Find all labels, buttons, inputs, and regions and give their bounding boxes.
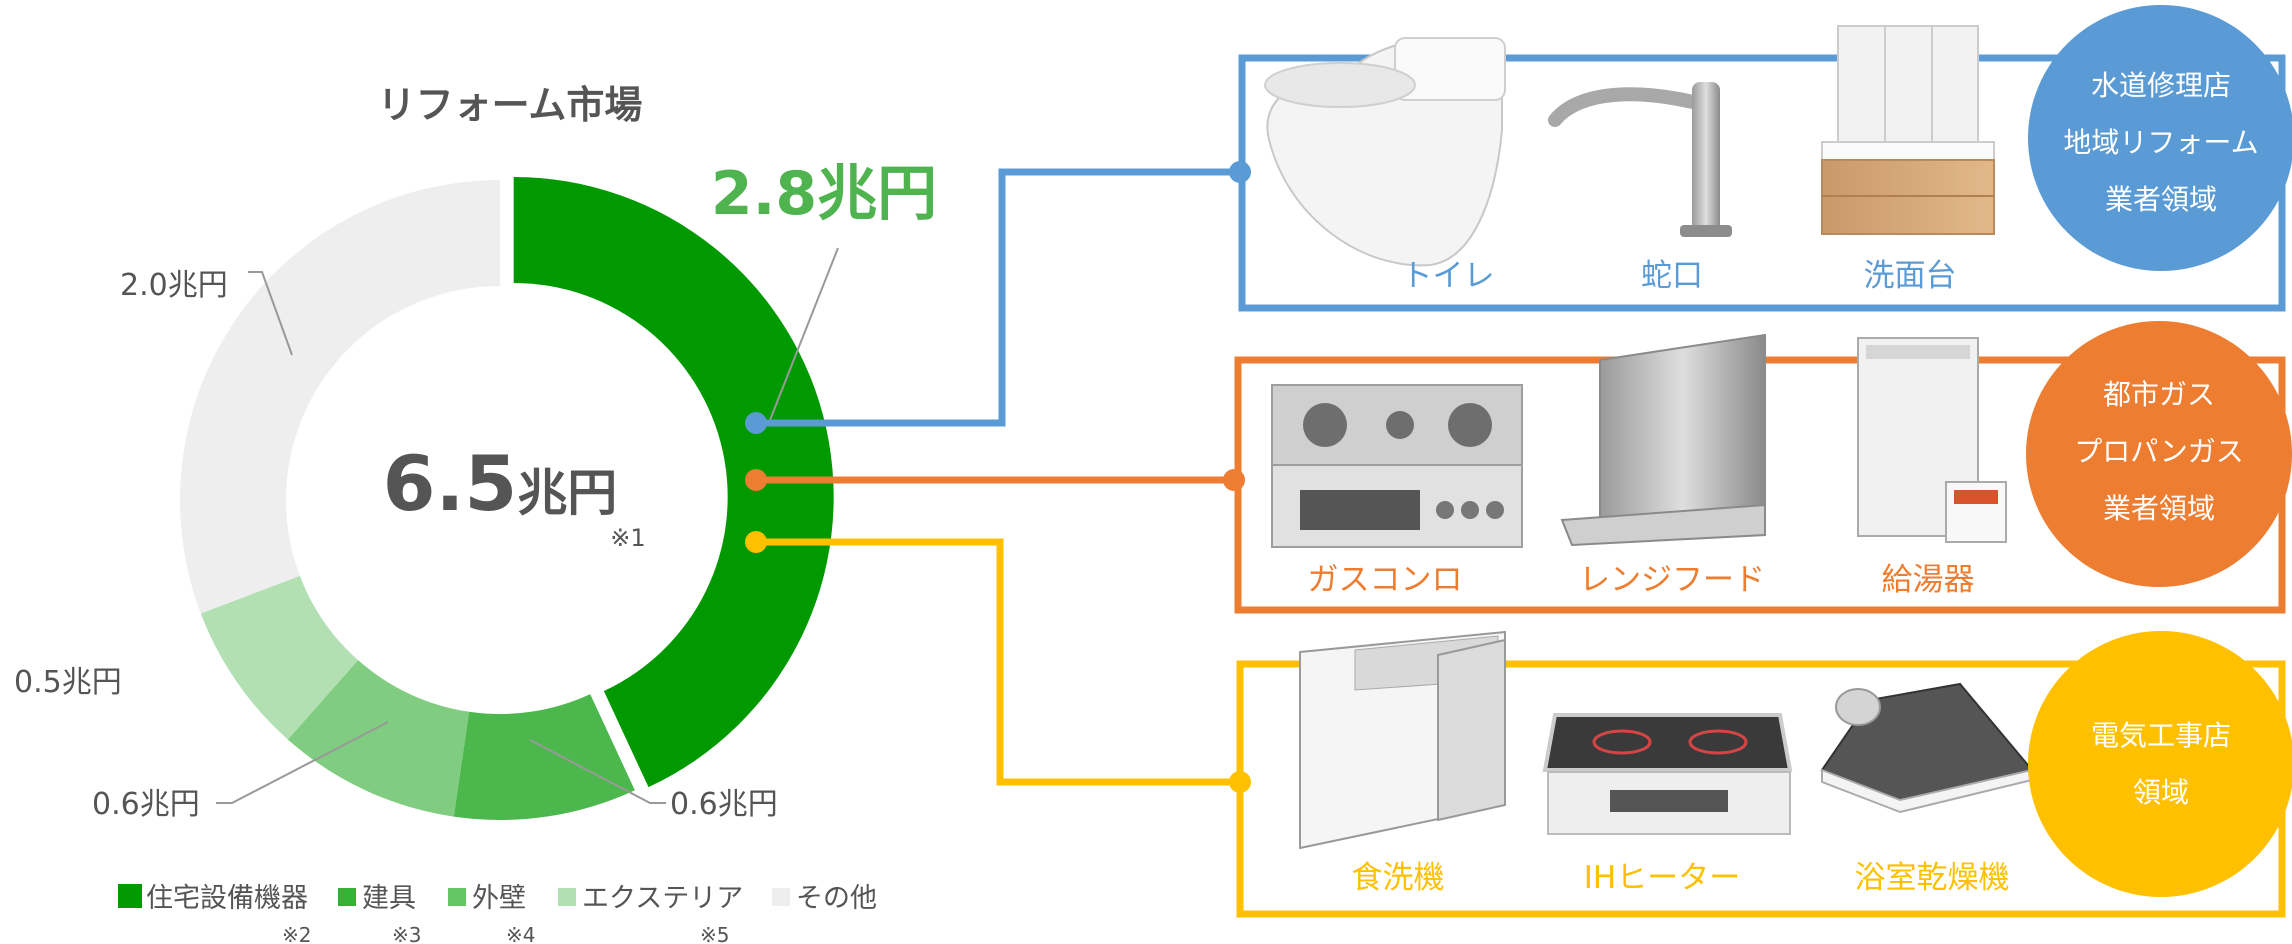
label-faucet: 蛇口 <box>1641 258 1703 294</box>
label-ih-heater: IHヒーター <box>1584 860 1740 896</box>
legend-label-wall: 外壁 <box>472 883 526 914</box>
highlight-leader <box>769 247 839 421</box>
label-dishwasher: 食洗機 <box>1352 860 1445 896</box>
leader-fixtures <box>529 739 666 804</box>
connector-orange-end-dot <box>1223 469 1245 491</box>
blue-badge-line-3: 業者領域 <box>2105 183 2217 216</box>
blue-badge-line-1: 水道修理店 <box>2091 69 2231 102</box>
orange-badge-circle <box>2026 321 2292 587</box>
gas-stove-image <box>1271 384 1523 548</box>
yellow-badge-circle <box>2028 631 2292 897</box>
legend-note-exterior: ※5 <box>700 923 729 944</box>
toilet-image <box>1264 37 1506 267</box>
blue-badge-circle <box>2028 5 2292 271</box>
slice-label-exterior: 0.5兆円 <box>14 665 122 700</box>
leader-wall <box>216 721 389 804</box>
legend-label-other: その他 <box>796 883 877 914</box>
connector-blue-start-dot <box>745 412 767 434</box>
water-heater-image <box>1857 337 2007 543</box>
connector-yellow <box>756 538 1240 786</box>
label-vanity: 洗面台 <box>1864 258 1957 294</box>
legend-label-equipment: 住宅設備機器 <box>146 883 308 914</box>
orange-badge-line-1: 都市ガス <box>2103 378 2215 411</box>
yellow-badge: 電気工事店 領域 <box>2028 631 2292 897</box>
legend: 住宅設備機器 ※2 建具 ※3 外壁 ※4 エクステリア ※5 その他 <box>118 883 877 944</box>
center-total-unit: 兆円 <box>517 464 617 522</box>
orange-badge-line-3: 業者領域 <box>2103 492 2215 525</box>
slice-label-wall: 0.6兆円 <box>92 787 200 822</box>
donut-slice-2 <box>287 660 470 817</box>
chart-title: リフォーム市場 <box>378 83 643 127</box>
range-hood-image <box>1560 333 1766 547</box>
center-note: ※1 <box>610 524 645 552</box>
bathroom-dryer-image <box>1820 682 2034 814</box>
leader-other <box>248 271 293 356</box>
donut-slice-0 <box>513 176 834 788</box>
legend-note-equipment: ※2 <box>282 923 311 944</box>
slice-labels: 2.0兆円 0.5兆円 0.6兆円 0.6兆円 <box>14 268 778 822</box>
donut-slice-4 <box>179 180 500 614</box>
slice-label-other: 2.0兆円 <box>120 268 228 303</box>
legend-swatch-exterior <box>558 888 576 906</box>
label-water-heater: 給湯器 <box>1882 562 1975 598</box>
orange-badge-line-2: プロパンガス <box>2074 435 2243 468</box>
donut-slice-3 <box>200 575 359 740</box>
center-total-number: 6.5 <box>383 439 518 528</box>
legend-swatch-fixtures <box>338 888 356 906</box>
connectors <box>745 161 1251 793</box>
legend-label-fixtures: 建具 <box>362 883 416 914</box>
label-gas-stove: ガスコンロ <box>1308 562 1463 598</box>
slice-label-fixtures: 0.6兆円 <box>670 787 778 822</box>
donut-chart <box>179 176 834 820</box>
label-range-hood: レンジフード <box>1579 562 1765 598</box>
legend-swatch-wall <box>448 888 466 906</box>
donut-slice-1 <box>453 694 635 820</box>
blue-badge-line-2: 地域リフォーム <box>2063 126 2258 159</box>
yellow-badge-line-2: 領域 <box>2133 776 2189 809</box>
legend-swatch-equipment <box>118 884 142 908</box>
legend-note-fixtures: ※3 <box>392 923 421 944</box>
dishwasher-image <box>1299 630 1506 850</box>
label-bathroom-dryer: 浴室乾燥機 <box>1855 860 2010 896</box>
product-labels: トイレ 蛇口 洗面台 ガスコンロ レンジフード 給湯器 食洗機 IHヒーター 浴… <box>1308 258 2010 896</box>
connector-blue <box>756 168 1240 427</box>
connector-yellow-start-dot <box>745 531 767 553</box>
highlight-value: 2.8兆円 <box>711 159 937 229</box>
vanity-image <box>1821 25 1995 235</box>
blue-badge: 水道修理店 地域リフォーム 業者領域 <box>2028 5 2292 271</box>
legend-label-exterior: エクステリア <box>582 883 743 914</box>
label-toilet: トイレ <box>1402 258 1495 294</box>
ih-heater-image <box>1542 713 1793 835</box>
legend-swatch-other <box>772 888 790 906</box>
legend-note-wall: ※4 <box>506 923 535 944</box>
connector-orange-start-dot <box>745 469 767 491</box>
yellow-badge-line-1: 電気工事店 <box>2091 719 2231 752</box>
center-total-group: 6.5兆円 <box>383 439 618 528</box>
orange-badge: 都市ガス プロパンガス 業者領域 <box>2026 321 2292 587</box>
faucet-image <box>1548 82 1732 237</box>
